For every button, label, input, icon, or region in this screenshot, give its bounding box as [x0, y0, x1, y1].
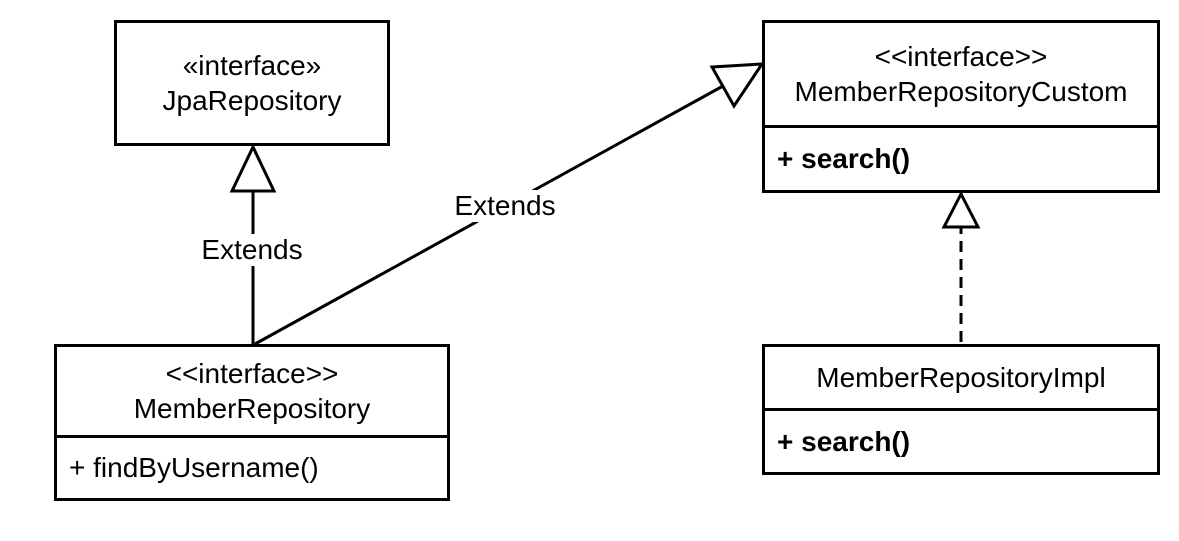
inheritance-triangle-icon — [229, 143, 277, 193]
uml-class-member-repository-impl: MemberRepositoryImpl + search() — [762, 344, 1160, 475]
edge-label-extends-vertical: Extends — [198, 234, 306, 266]
method-label: + search() — [765, 408, 1157, 472]
class-title-compartment: <<interface>> MemberRepository — [57, 347, 447, 435]
method-label: + search() — [765, 125, 1157, 190]
uml-class-member-repository: <<interface>> MemberRepository + findByU… — [54, 344, 450, 501]
uml-class-member-repository-custom: <<interface>> MemberRepositoryCustom + s… — [762, 20, 1160, 193]
edge-label-extends-diagonal: Extends — [451, 190, 559, 222]
stereotype-label: «interface» — [182, 50, 322, 81]
method-label: + findByUsername() — [57, 435, 447, 498]
uml-class-jpa-repository: «interface» JpaRepository — [114, 20, 390, 146]
class-name: MemberRepositoryCustom — [794, 76, 1128, 107]
stereotype-label: <<interface>> — [165, 358, 339, 389]
stereotype-label: <<interface>> — [874, 41, 1048, 72]
class-title-compartment: «interface» JpaRepository — [117, 23, 387, 143]
class-name: MemberRepository — [133, 393, 371, 424]
class-name: JpaRepository — [162, 85, 342, 116]
class-title-compartment: MemberRepositoryImpl — [765, 347, 1157, 408]
class-name: MemberRepositoryImpl — [816, 362, 1106, 393]
inheritance-triangle-icon — [709, 62, 765, 109]
class-title-compartment: <<interface>> MemberRepositoryCustom — [765, 23, 1157, 125]
realization-triangle-icon — [941, 190, 981, 229]
